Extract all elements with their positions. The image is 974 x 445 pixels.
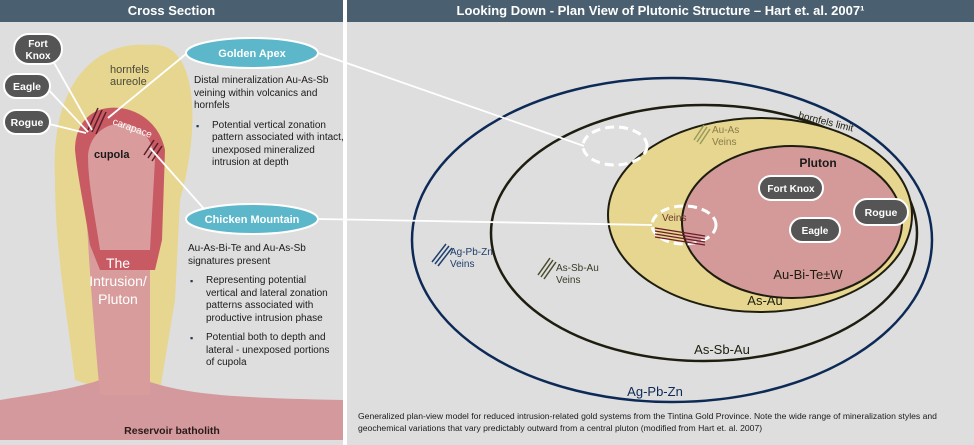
deposit-rogue-plan-label: Rogue	[865, 207, 898, 219]
deposit-fort-knox-left	[13, 33, 63, 65]
vein-ag-pb-zn-label-2: Veins	[450, 259, 474, 270]
plan-view-caption: Generalized plan-view model for reduced …	[358, 411, 937, 433]
golden-apex-description: Distal mineralization Au-As-Sb veining w…	[194, 75, 329, 111]
label-intrusion-2: Intrusion/	[89, 273, 147, 289]
chicken-mountain-bullet-1: Representing potential vertical and late…	[188, 275, 338, 325]
chicken-mountain-target	[650, 204, 718, 246]
cross-section-drawing	[0, 33, 343, 440]
label-hornfels: hornfels	[110, 64, 150, 76]
zone-as-sb-au-ring	[489, 103, 919, 363]
zone-as-sb-au-label: As-Sb-Au	[694, 342, 750, 357]
deposit-eagle-left	[3, 73, 51, 99]
plan-view-header: Looking Down - Plan View of Plutonic Str…	[347, 0, 974, 22]
label-intrusion-1: The	[106, 255, 130, 271]
reservoir-batholith	[0, 380, 343, 440]
zone-as-au-label: As-Au	[747, 293, 782, 308]
deposit-rogue-left-label: Rogue	[11, 117, 44, 129]
chicken-mountain-bullet-2: Potential both to depth and lateral - un…	[188, 332, 338, 370]
deposit-eagle-left-label: Eagle	[13, 81, 41, 93]
cupola-zone	[88, 123, 155, 250]
deposit-fort-knox-plan	[758, 175, 824, 201]
zone-ag-pb-zn-label: Ag-Pb-Zn	[627, 384, 683, 399]
vein-as-sb-au-label-1: As-Sb-Au	[556, 263, 599, 274]
vein-chicken-label: Veins	[662, 213, 686, 224]
deposit-eagle-plan	[789, 217, 841, 243]
label-cupola: cupola	[94, 149, 130, 161]
deposit-fort-knox-plan-label: Fort Knox	[767, 184, 815, 195]
deposit-fort-knox-left-label-2: Knox	[26, 51, 51, 62]
label-batholith: Reservoir batholith	[124, 425, 220, 437]
pluton-label: Pluton	[799, 156, 836, 170]
vein-ag-pb-zn-label-1: Ag-Pb-Zn	[450, 247, 493, 258]
deposit-fort-knox-left-label-1: Fort	[28, 39, 48, 50]
deposit-eagle-plan-label: Eagle	[802, 226, 829, 237]
golden-apex-bullet: Potential vertical zonation pattern asso…	[194, 120, 344, 170]
chicken-mountain-title: Chicken Mountain	[205, 214, 300, 226]
deposit-rogue-left	[3, 109, 51, 135]
deposit-rogue-plan	[853, 198, 909, 226]
golden-apex-description-block: Distal mineralization Au-As-Sb veining w…	[194, 75, 344, 170]
chicken-mountain-description-block: Au-As-Bi-Te and Au-As-Sb signatures pres…	[188, 243, 338, 370]
vein-au-as-label-2: Veins	[712, 137, 736, 148]
label-intrusion-3: Pluton	[98, 291, 138, 307]
chicken-mountain-description: Au-As-Bi-Te and Au-As-Sb signatures pres…	[188, 243, 306, 267]
cross-section-header: Cross Section	[0, 0, 343, 22]
plan-view-drawing	[317, 52, 934, 404]
golden-apex-target	[581, 125, 649, 167]
zone-au-bi-te-w-label: Au-Bi-Te±W	[773, 267, 843, 282]
vein-as-sb-au-label-2: Veins	[556, 275, 580, 286]
label-aureole: aureole	[110, 76, 147, 88]
zone-ag-pb-zn-ring	[410, 76, 934, 404]
vein-au-as-label-1: Au-As	[712, 125, 739, 136]
golden-apex-title: Golden Apex	[218, 48, 286, 60]
